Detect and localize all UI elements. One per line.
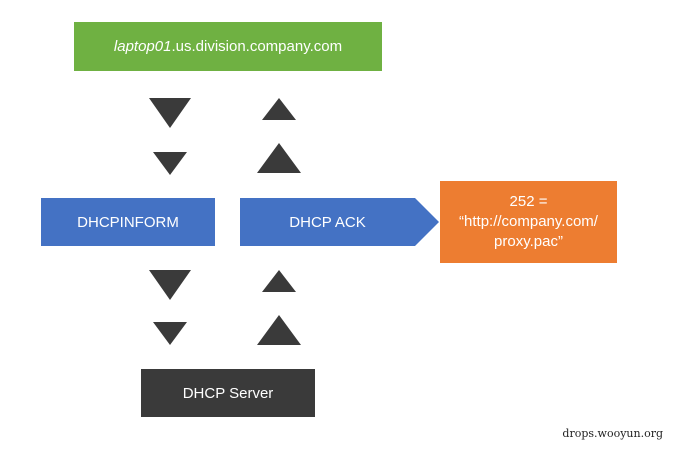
down-arrow-icon — [153, 322, 187, 345]
down-arrow-icon — [153, 152, 187, 175]
dhcp-server-label: DHCP Server — [182, 384, 274, 402]
client-host-domain: .us.division.company.com — [171, 38, 343, 55]
option-252-line3: proxy.pac” — [494, 233, 563, 250]
client-host-italic: laptop01 — [113, 38, 172, 55]
dhcp-ack-text-wrap: DHCP ACK — [240, 198, 415, 246]
option-252-box: 252 = “http://company.com/ proxy.pac” — [440, 181, 617, 263]
up-arrow-icon — [262, 98, 296, 120]
dhcp-ack-arrow-shape — [240, 198, 439, 246]
client-host-box: laptop01.us.division.company.com — [74, 22, 382, 71]
down-arrow-icon — [149, 98, 191, 128]
option-252-line2: “http://company.com/ — [459, 213, 598, 230]
option-252-line1: 252 = — [509, 193, 548, 210]
watermark: drops.wooyun.org — [562, 427, 663, 440]
dhcpinform-label: DHCPINFORM — [77, 213, 179, 231]
down-arrow-icon — [149, 270, 191, 300]
up-arrow-icon — [262, 270, 296, 292]
up-arrow-icon — [257, 143, 301, 173]
dhcp-server-box: DHCP Server — [141, 369, 315, 417]
dhcp-ack-arrow-box — [240, 198, 439, 246]
client-host-label: laptop01.us.division.company.com — [114, 38, 342, 55]
up-arrow-icon — [257, 315, 301, 345]
dhcp-ack-label: DHCP ACK — [289, 213, 366, 231]
dhcpinform-box: DHCPINFORM — [41, 198, 215, 246]
